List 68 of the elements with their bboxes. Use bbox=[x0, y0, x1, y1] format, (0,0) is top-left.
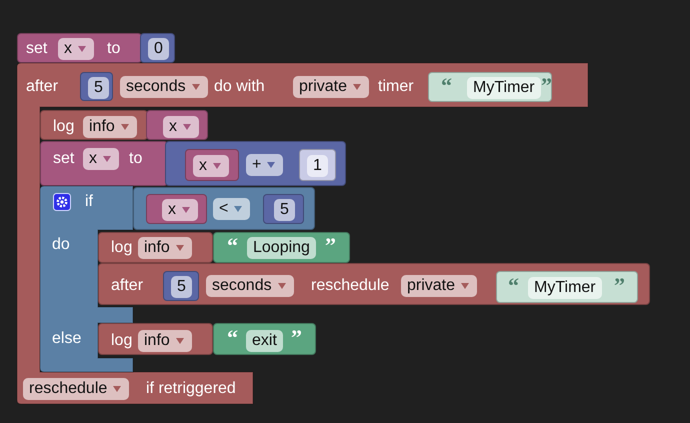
block-label: else bbox=[52, 329, 82, 349]
number-block bbox=[140, 33, 175, 63]
number-field: 1 bbox=[307, 155, 328, 177]
number-block bbox=[80, 72, 113, 101]
set-variable-block bbox=[40, 141, 168, 186]
dropdown-field: info bbox=[83, 116, 137, 138]
text-block bbox=[213, 323, 316, 355]
text-field: MyTimer bbox=[528, 277, 602, 299]
block-label: if bbox=[85, 192, 93, 212]
dropdown-field: x bbox=[193, 155, 229, 177]
number-block bbox=[163, 271, 199, 301]
text-block bbox=[496, 271, 638, 303]
dropdown-field: info bbox=[138, 330, 192, 352]
set-variable-block bbox=[17, 33, 142, 63]
number-field: 5 bbox=[88, 77, 109, 99]
dropdown-field: + bbox=[246, 154, 284, 176]
log-block bbox=[40, 110, 148, 140]
text-block bbox=[213, 232, 350, 263]
dropdown-field: seconds bbox=[206, 275, 294, 297]
number-block bbox=[299, 149, 336, 181]
quote-mark: “ bbox=[441, 75, 452, 97]
text-field: Looping bbox=[247, 237, 316, 259]
block-label: set bbox=[26, 39, 48, 59]
timer-block bbox=[98, 263, 650, 305]
block-label: to bbox=[129, 149, 142, 169]
dropdown-field: x bbox=[83, 148, 119, 170]
block-label: timer bbox=[378, 77, 414, 97]
dropdown-field: private bbox=[293, 76, 370, 98]
block-label: log bbox=[53, 117, 74, 137]
quote-mark: ” bbox=[325, 235, 336, 257]
dropdown-field: x bbox=[58, 38, 94, 60]
number-block bbox=[263, 194, 304, 224]
math-block bbox=[165, 141, 346, 186]
block-label: do bbox=[52, 235, 70, 255]
dropdown-field: info bbox=[138, 237, 192, 259]
block-label: after bbox=[111, 276, 144, 296]
block-label: log bbox=[111, 238, 132, 258]
log-block bbox=[98, 323, 213, 355]
block-label: if retriggered bbox=[146, 379, 236, 399]
block-label: log bbox=[111, 331, 132, 351]
quote-mark: ” bbox=[291, 327, 302, 349]
text-field: exit bbox=[246, 330, 283, 352]
quote-mark: “ bbox=[508, 275, 519, 297]
quote-mark: “ bbox=[227, 235, 238, 257]
block-label: after bbox=[26, 77, 58, 97]
dropdown-field: x bbox=[162, 199, 198, 221]
number-field: 5 bbox=[171, 276, 192, 298]
dropdown-field: seconds bbox=[120, 76, 208, 98]
log-block bbox=[98, 232, 213, 263]
quote-mark: “ bbox=[227, 327, 238, 349]
dropdown-field: private bbox=[401, 275, 478, 297]
text-field: MyTimer bbox=[467, 77, 541, 99]
quote-mark: ” bbox=[541, 75, 552, 97]
number-field: 0 bbox=[148, 38, 169, 60]
variable-block bbox=[146, 194, 207, 224]
quote-mark: ” bbox=[614, 275, 625, 297]
dropdown-field: < bbox=[213, 198, 250, 220]
block-label: set bbox=[53, 149, 74, 169]
variable-block bbox=[185, 149, 239, 181]
text-block bbox=[428, 72, 552, 102]
number-field: 5 bbox=[274, 199, 295, 221]
dropdown-field: x bbox=[163, 116, 199, 138]
compare-block bbox=[133, 187, 315, 230]
block-label: do with bbox=[214, 77, 265, 97]
block-label: to bbox=[107, 39, 120, 59]
block-label: reschedule bbox=[311, 276, 390, 296]
variable-block bbox=[146, 110, 208, 140]
dropdown-field: reschedule bbox=[23, 378, 130, 400]
